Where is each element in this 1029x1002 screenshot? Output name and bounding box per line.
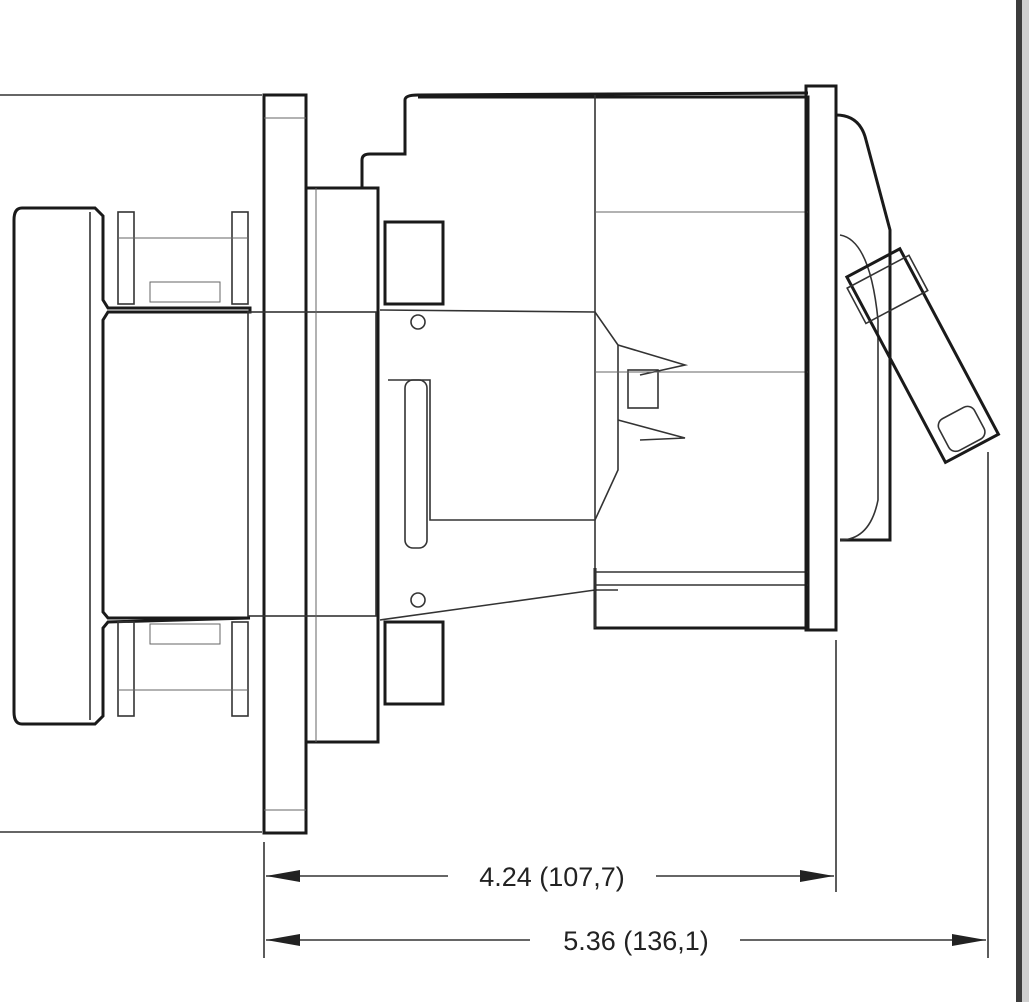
dimension-label-body-length: 4.24 (107,7) (479, 862, 625, 892)
dimension-label-overall-length: 5.36 (136,1) (563, 926, 709, 956)
window-edge-border (1016, 0, 1022, 1002)
window-edge-gutter (1022, 0, 1029, 1002)
motor-outline (0, 84, 1001, 835)
dimension-lines: 4.24 (107,7) 5.36 (136,1) (263, 452, 989, 958)
